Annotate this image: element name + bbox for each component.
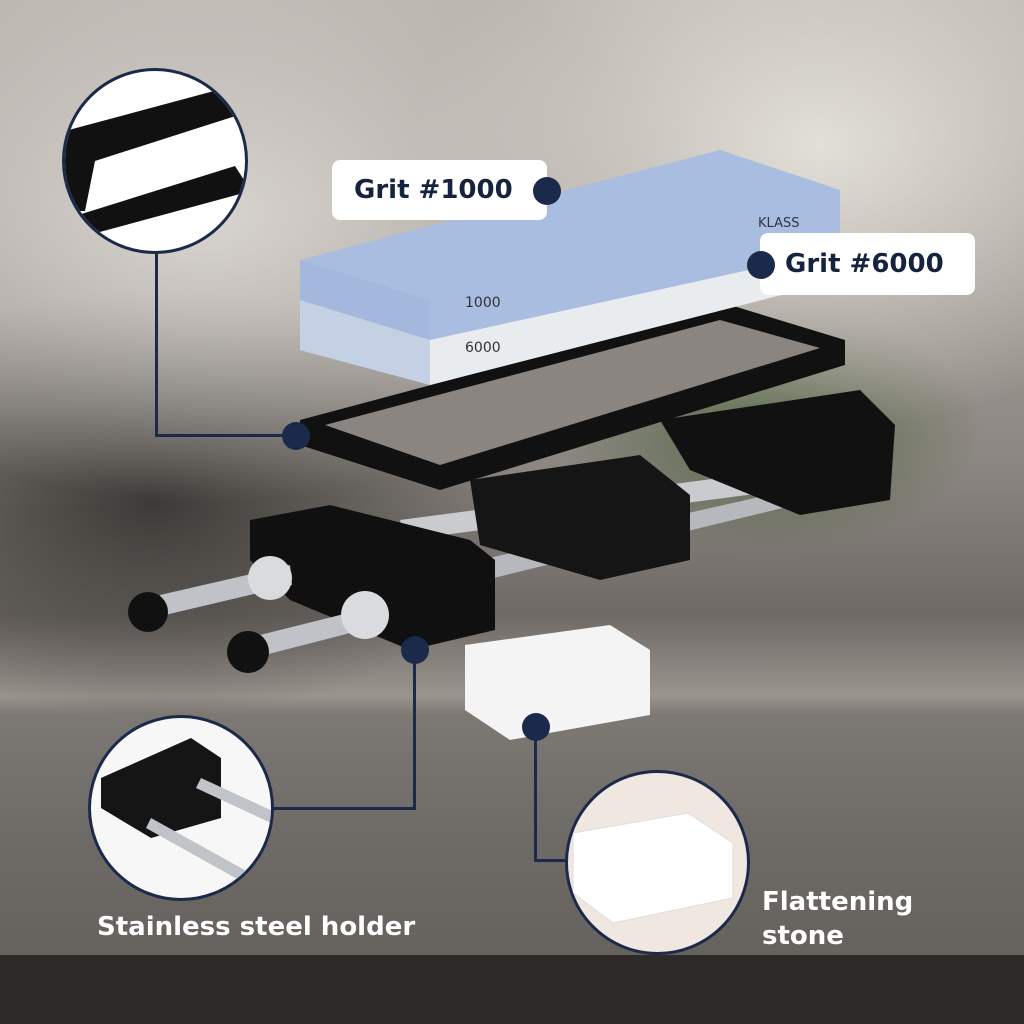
frame-opening [325, 320, 820, 465]
clamp-block [470, 455, 690, 580]
grit-6000-text: Grit #6000 [785, 249, 944, 279]
table-edge [0, 955, 1024, 1024]
connector-line [155, 245, 158, 437]
holder-detail-circle [88, 715, 274, 901]
screw-knob [341, 591, 389, 639]
stone-brand-text: KLASS [758, 216, 799, 231]
frame-detail-circle [62, 68, 248, 254]
flattening-caption: Flattening stone [762, 887, 914, 951]
grit-1000-label: Grit #1000 [332, 160, 547, 220]
callout-dot-grit1000 [533, 177, 561, 205]
clamp-block [660, 390, 895, 515]
callout-dot-frame [282, 422, 310, 450]
stone-6000-text: 6000 [465, 340, 501, 356]
connector-line [270, 807, 416, 810]
screw-cap [128, 592, 168, 632]
grit-6000-label: Grit #6000 [760, 233, 975, 295]
flattening-detail-circle [565, 770, 750, 955]
screw-cap [227, 631, 269, 673]
screw [240, 610, 362, 660]
connector-line [534, 859, 569, 862]
connector-line [413, 650, 416, 810]
flattening-stone [465, 625, 650, 740]
callout-dot-grit6000 [747, 251, 775, 279]
holder-caption: Stainless steel holder [97, 912, 416, 942]
callout-dot-holder [401, 636, 429, 664]
grit-1000-text: Grit #1000 [354, 175, 513, 205]
stone-1000-text: 1000 [465, 295, 501, 311]
whetstone-side [300, 260, 430, 385]
whetstone-blue [300, 150, 840, 340]
connector-line [534, 727, 537, 862]
clamp-block [250, 505, 495, 650]
connector-line [155, 434, 295, 437]
whetstone-white [300, 250, 840, 385]
callout-dot-flattening [522, 713, 550, 741]
screw-knob [248, 556, 292, 600]
